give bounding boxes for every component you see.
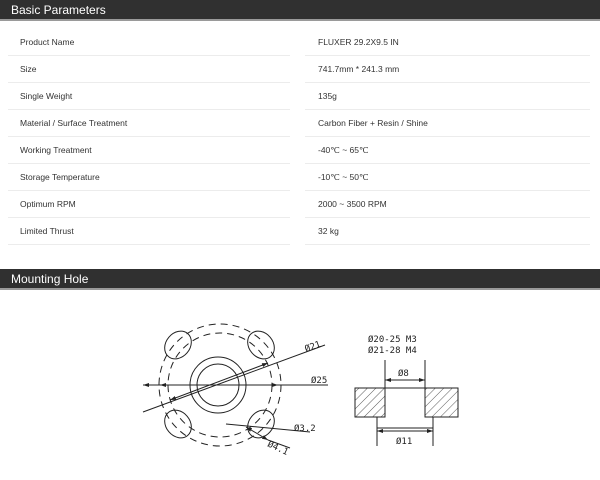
param-value: FLUXER 29.2X9.5 IN: [305, 29, 590, 56]
label-d21: Ø21: [303, 339, 322, 355]
mount-slot: [247, 409, 275, 439]
label-d41: Ø4.1: [266, 439, 290, 458]
param-value: -10℃ ~ 50℃: [305, 164, 590, 191]
spec-m3: Ø20-25 M3: [368, 334, 417, 345]
param-value: Carbon Fiber + Resin / Shine: [305, 110, 590, 137]
param-value: 135g: [305, 83, 590, 110]
param-label: Material / Surface Treatment: [8, 110, 290, 137]
param-label: Size: [8, 56, 290, 83]
mounting-hole-diagram: Ø21 Ø25 Ø3.2 Ø4.1 Ø20-25 M3 Ø21-28 M4 Ø8…: [142, 323, 459, 458]
mount-slot: [164, 409, 192, 439]
section-title: Basic Parameters: [11, 3, 106, 17]
param-label: Single Weight: [8, 83, 290, 110]
basic-parameters-header: Basic Parameters: [0, 0, 600, 21]
param-label: Working Treatment: [8, 137, 290, 164]
param-value: 32 kg: [305, 218, 590, 245]
mounting-hole-header: Mounting Hole: [0, 269, 600, 290]
param-label: Storage Temperature: [8, 164, 290, 191]
param-value: 741.7mm * 241.3 mm: [305, 56, 590, 83]
param-label: Optimum RPM: [8, 191, 290, 218]
param-value: 2000 ~ 3500 RPM: [305, 191, 590, 218]
label-d8: Ø8: [398, 368, 409, 379]
mount-slot: [164, 330, 192, 360]
label-d32: Ø3.2: [294, 423, 316, 434]
param-label: Product Name: [8, 29, 290, 56]
label-d11: Ø11: [396, 436, 412, 447]
param-value: -40℃ ~ 65℃: [305, 137, 590, 164]
label-d25: Ø25: [311, 375, 327, 386]
param-label: Limited Thrust: [8, 218, 290, 245]
section-title: Mounting Hole: [11, 272, 89, 286]
spec-m4: Ø21-28 M4: [368, 345, 417, 356]
mount-slot: [247, 330, 275, 360]
